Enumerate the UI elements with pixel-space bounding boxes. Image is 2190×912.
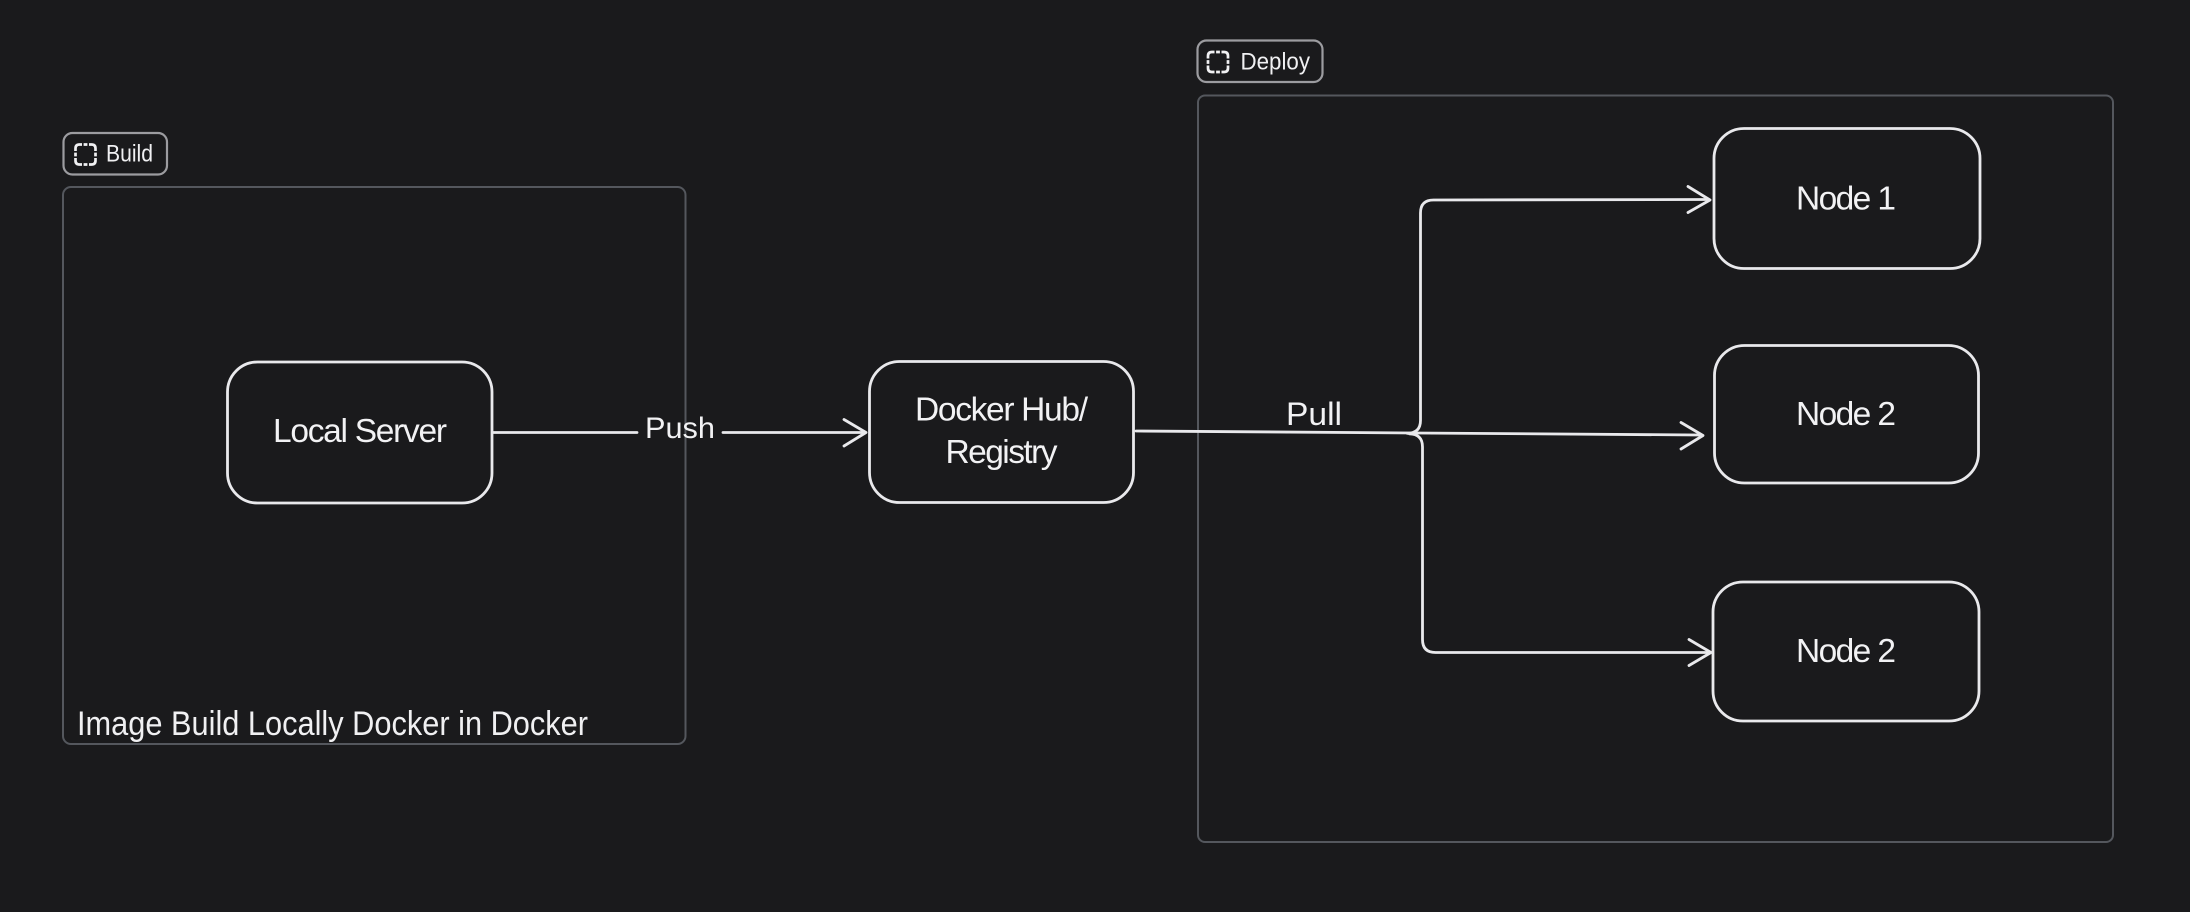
- svg-text:Image Build Locally Docker in: Image Build Locally Docker in Docker: [77, 705, 588, 743]
- svg-text:Local Server: Local Server: [273, 413, 447, 450]
- svg-text:Node 1: Node 1: [1796, 181, 1896, 218]
- svg-text:Node 2: Node 2: [1796, 396, 1896, 433]
- svg-text:Pull: Pull: [1286, 396, 1342, 432]
- svg-text:Docker Hub/: Docker Hub/: [915, 392, 1089, 429]
- svg-text:Push: Push: [645, 412, 715, 445]
- svg-text:Registry: Registry: [946, 434, 1058, 471]
- svg-text:Deploy: Deploy: [1241, 48, 1311, 75]
- svg-text:Node 2: Node 2: [1796, 633, 1896, 670]
- svg-text:Build: Build: [106, 141, 153, 168]
